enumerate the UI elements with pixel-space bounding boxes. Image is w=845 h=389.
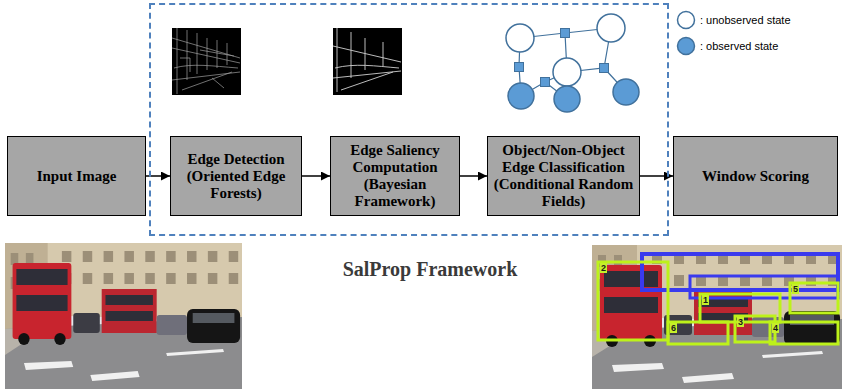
box-label: Window Scoring [702,168,809,185]
box-label: Object/Non-Object Edge Classification (C… [492,142,635,210]
process-box: Edge Saliency Computation (Bayesian Fram… [330,136,460,216]
callout-number: 4 [772,323,779,333]
factor-node [515,63,524,72]
legend-text: : unobserved state [700,13,791,27]
flow-arrow [302,175,330,177]
callout-number: 6 [670,323,677,333]
legend-symbol [676,10,696,30]
observed-node [554,86,580,112]
legend-symbol [678,12,695,29]
detection-boxes [598,254,838,344]
edge-map [333,28,402,95]
observed-node [508,83,534,109]
blue-window [642,254,838,290]
unobserved-node [597,14,625,42]
input-photo [5,243,242,389]
unobserved-node [506,24,534,52]
yellow-window [770,322,838,344]
yellow-window [735,316,775,342]
yellow-window [790,283,838,313]
process-box: Input Image [7,136,146,216]
flow-arrow [460,175,487,177]
callout-number: 5 [792,284,799,294]
box-label: Edge Detection (Oriented Edge Forests) [186,151,286,202]
output-photo [592,245,842,389]
callout-number: 2 [600,263,607,273]
callout-number: 3 [737,317,744,327]
factor-node [600,64,609,73]
process-box: Window Scoring [673,136,838,216]
framework-title: SalProp Framework [172,258,688,281]
legend-text: : observed state [700,39,778,53]
edge-map [172,28,241,95]
factor-node [541,78,550,87]
legend-swatch [678,38,695,55]
yellow-window [668,322,728,344]
callout-number: 1 [702,295,709,305]
framework-group: SalProp FrameworkEdge Detection (Oriente… [149,3,669,236]
process-box: Object/Non-Object Edge Classification (C… [487,136,640,216]
salient-edge-lines [333,28,401,92]
edge-lines [172,28,240,94]
legend-row: : unobserved state [676,10,826,30]
yellow-window [598,262,668,340]
box-label: Edge Saliency Computation (Bayesian Fram… [335,142,455,210]
observed-node [613,79,639,105]
edge-map-ground [172,28,241,95]
box-label: Input Image [37,168,117,185]
unobserved-node [553,58,581,86]
edge-map-ground [333,28,402,95]
process-box: Edge Detection (Oriented Edge Forests) [170,136,302,216]
crf-graph [506,14,639,112]
legend-row: : observed state [676,36,826,56]
legend-symbol [676,36,696,56]
factor-node [561,29,570,38]
